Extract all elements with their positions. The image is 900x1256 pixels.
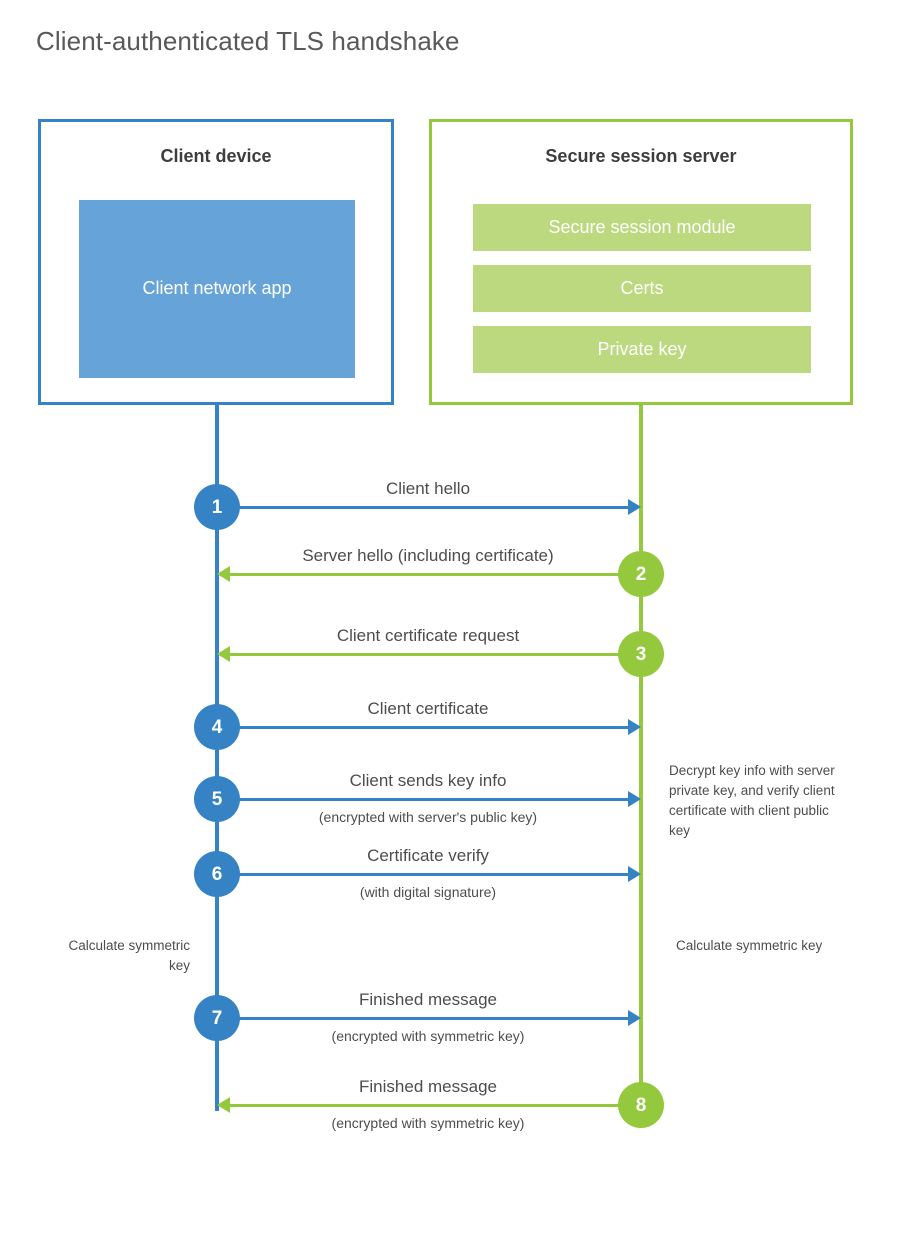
page-title: Client-authenticated TLS handshake: [36, 26, 460, 56]
step-circle-8[interactable]: 8: [618, 1082, 664, 1128]
server-module-private-key: Private key: [473, 326, 811, 373]
arrow-head-3-icon: [217, 646, 230, 662]
message-arrow-3: [227, 653, 641, 656]
message-label-5: Client sends key info: [349, 771, 507, 790]
client-device-box: Client device Client network app: [38, 119, 394, 405]
message-arrow-1: [217, 506, 631, 509]
arrow-head-6-icon: [628, 866, 641, 882]
annotation-decrypt-key-info: Decrypt key info with server private key…: [669, 763, 835, 838]
message-label-1: Client hello: [385, 479, 471, 498]
message-label-7: Finished message: [359, 990, 497, 1009]
step-circle-5[interactable]: 5: [194, 776, 240, 822]
server-module-certs: Certs: [473, 265, 811, 312]
secure-session-server-title: Secure session server: [545, 146, 737, 166]
message-label-8: Finished message: [359, 1077, 497, 1096]
message-label-4: Client certificate: [367, 699, 489, 718]
server-module-secure-session-module: Secure session module: [473, 204, 811, 251]
message-sublabel-6: (with digital signature): [359, 884, 497, 900]
step-circle-4[interactable]: 4: [194, 704, 240, 750]
message-arrow-4: [217, 726, 631, 729]
message-arrow-7: [217, 1017, 631, 1020]
arrow-head-1-icon: [628, 499, 641, 515]
arrow-head-5-icon: [628, 791, 641, 807]
annotation-calculate-symmetric-key-client: Calculate symmetric key: [68, 938, 190, 973]
client-device-title: Client device: [160, 146, 272, 166]
step-circle-7[interactable]: 7: [194, 995, 240, 1041]
arrow-head-4-icon: [628, 719, 641, 735]
client-lifeline: [215, 405, 219, 1111]
message-sublabel-7: (encrypted with symmetric key): [331, 1028, 525, 1044]
message-label-2: Server hello (including certificate): [302, 546, 554, 565]
step-circle-1[interactable]: 1: [194, 484, 240, 530]
message-arrow-6: [217, 873, 631, 876]
secure-session-server-box: Secure session server Secure session mod…: [429, 119, 853, 405]
step-circle-6[interactable]: 6: [194, 851, 240, 897]
message-arrow-8: [227, 1104, 641, 1107]
arrow-head-7-icon: [628, 1010, 641, 1026]
step-circle-2[interactable]: 2: [618, 551, 664, 597]
annotation-calculate-symmetric-key-server: Calculate symmetric key: [676, 938, 823, 953]
message-label-3: Client certificate request: [336, 626, 520, 645]
message-arrow-2: [227, 573, 641, 576]
arrow-head-2-icon: [217, 566, 230, 582]
message-arrow-5: [217, 798, 631, 801]
message-sublabel-8: (encrypted with symmetric key): [331, 1115, 525, 1131]
message-label-6: Certificate verify: [367, 846, 489, 865]
arrow-head-8-icon: [217, 1097, 230, 1113]
server-lifeline: [639, 405, 643, 1106]
message-sublabel-5: (encrypted with server's public key): [318, 809, 538, 825]
step-circle-3[interactable]: 3: [618, 631, 664, 677]
client-network-app-block: Client network app: [79, 200, 355, 378]
